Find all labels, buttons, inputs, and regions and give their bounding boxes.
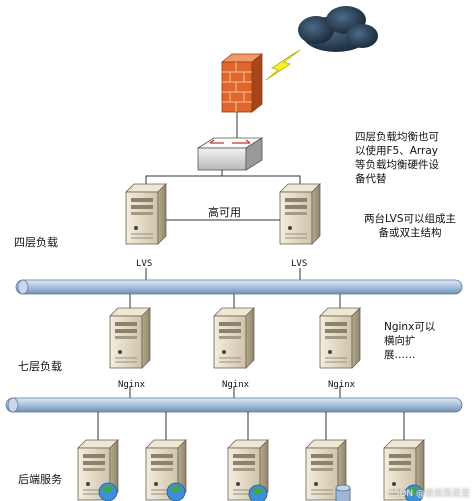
nginx-note-line-2: 横向扩 — [384, 335, 416, 347]
lvs-note-line-2: 备或双主结构 — [378, 227, 442, 239]
nginx-server-1-icon — [109, 307, 151, 369]
globe-icon — [404, 484, 424, 501]
network-bus-1 — [15, 279, 463, 295]
lvs-right-label: LVS — [291, 259, 308, 269]
database-icon — [335, 484, 351, 501]
hardware-note-line-3: 等负载均衡硬件设 — [355, 159, 439, 171]
nginx-server-3-icon — [319, 307, 361, 369]
lvs-right-server-icon — [279, 183, 321, 245]
lvs-left-server-icon — [125, 183, 167, 245]
ha-label: 高可用 — [208, 206, 241, 219]
nginx-server-2-icon — [213, 307, 255, 369]
globe-icon — [248, 484, 268, 501]
network-bus-2 — [5, 397, 463, 413]
nginx-note: Nginx可以 横向扩 展…… — [384, 320, 448, 362]
firewall-icon — [220, 53, 264, 113]
nginx-note-line-1: Nginx可以 — [384, 321, 436, 333]
globe-icon — [166, 482, 186, 501]
hardware-note: 四层负载均衡也可 以使用F5、Array 等负载均衡硬件设 备代替 — [355, 130, 467, 186]
hardware-note-line-1: 四层负载均衡也可 — [355, 131, 439, 143]
hardware-note-line-2: 以使用F5、Array — [355, 145, 439, 157]
hardware-note-line-4: 备代替 — [355, 173, 387, 185]
switch-icon — [196, 137, 264, 171]
layer7-label: 七层负载 — [18, 360, 62, 373]
lvs-note-line-1: 两台LVS可以组成主 — [363, 213, 457, 225]
cloud-icon — [298, 6, 378, 52]
nginx-note-line-3: 展…… — [384, 349, 416, 361]
watermark: CSDN @偷偷菜星星 — [387, 489, 470, 499]
nginx-label-2: Nginx — [222, 380, 250, 390]
nginx-label-1: Nginx — [118, 380, 146, 390]
nginx-label-3: Nginx — [328, 380, 356, 390]
layer4-label: 四层负载 — [14, 236, 58, 249]
globe-icon — [98, 482, 118, 501]
backend-label: 后端服务 — [18, 473, 62, 486]
lvs-note: 两台LVS可以组成主 备或双主结构 — [352, 212, 468, 240]
lvs-left-label: LVS — [136, 259, 153, 269]
lightning-icon — [265, 49, 301, 81]
